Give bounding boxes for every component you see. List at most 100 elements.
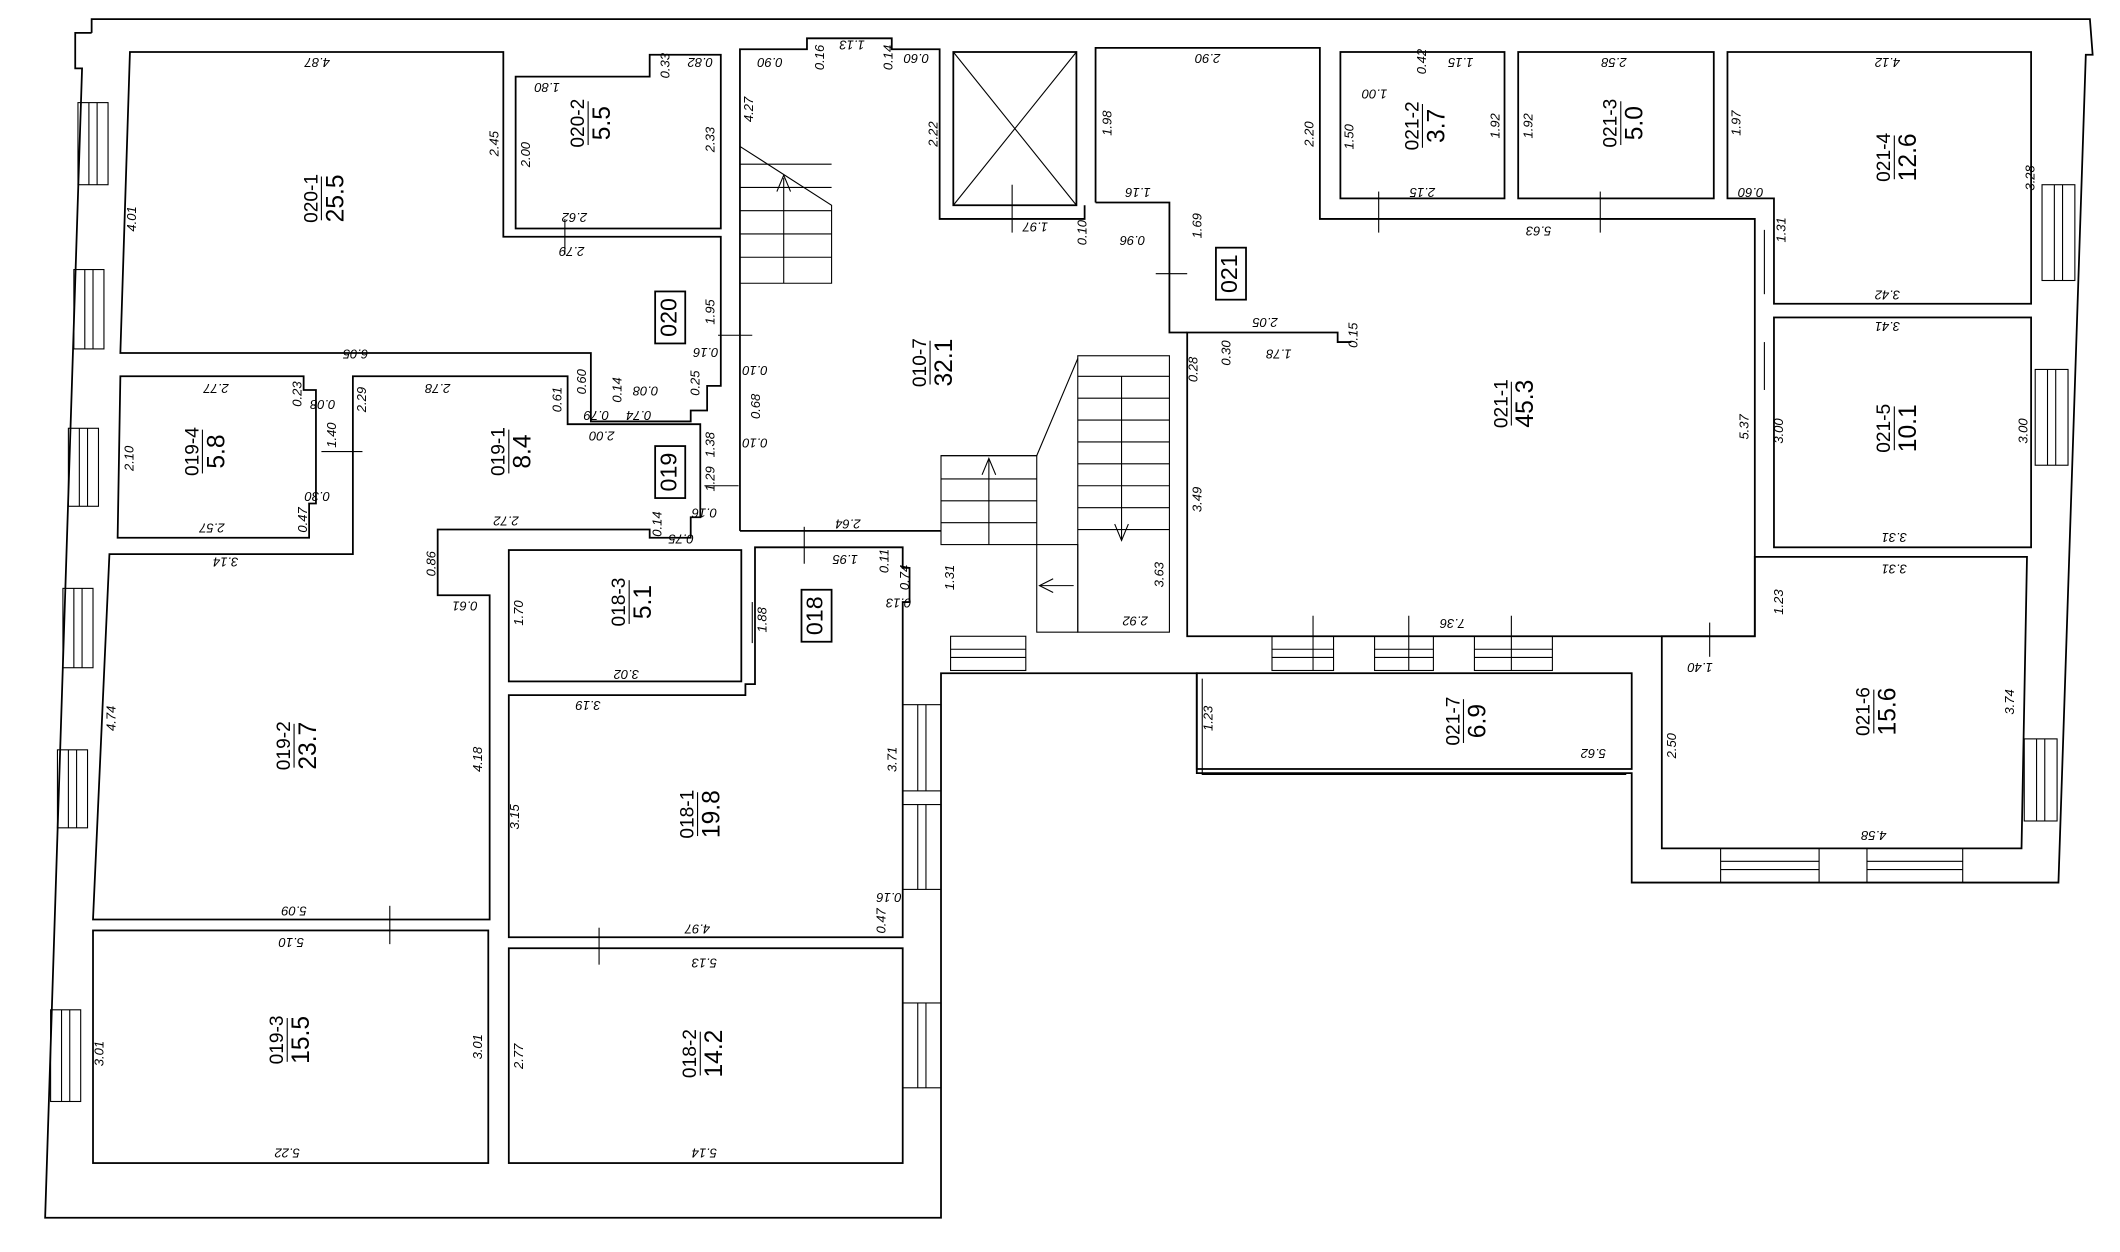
window: [56, 749, 89, 829]
section-label: 018: [802, 596, 828, 635]
dimension-label: 0.30: [304, 489, 330, 504]
room-area: 8.4: [510, 434, 537, 468]
section-label: 019: [655, 453, 681, 492]
elevator-cross: [952, 51, 1077, 206]
room-id: 018-1: [677, 790, 698, 839]
room-020-1-wall: [119, 51, 722, 423]
dimension-label: 1.31: [1774, 217, 1789, 242]
room-area: 15.6: [1875, 688, 1902, 736]
dimension-label: 0.16: [692, 345, 718, 360]
dimension-label: 1.50: [1341, 123, 1356, 149]
room-019-1-2-wall: [92, 375, 702, 921]
dimension-label: 0.60: [1737, 185, 1763, 200]
dimension-label: 0.61: [452, 598, 477, 613]
room-019-3-wall: [92, 929, 490, 1164]
section-box: [654, 445, 687, 499]
dimension-label: 0.74: [897, 565, 912, 590]
dimension-label: 7.36: [1439, 616, 1465, 631]
dimension-label: 2.58: [1601, 55, 1628, 70]
dimension-label: 1.98: [1099, 110, 1114, 136]
stair-flight: [941, 358, 1079, 457]
dimension-label: 1.23: [1771, 589, 1786, 615]
dimension-label: 0.10: [1075, 219, 1090, 245]
dimension-label: 0.15: [1346, 322, 1361, 348]
dimension-label: 2.00: [588, 429, 615, 444]
dimension-label: 1.78: [1265, 347, 1291, 362]
dimension-label: 1.00: [1361, 87, 1387, 102]
dimension-label: 5.13: [691, 955, 717, 970]
dimension-label: 0.82: [687, 55, 713, 70]
dimension-label: 2.33: [703, 126, 718, 153]
dimension-label: 1.16: [1125, 185, 1151, 200]
dimension-label: 0.14: [649, 511, 664, 536]
dimension-label: 2.45: [487, 130, 502, 157]
room-019-4-wall: [116, 375, 317, 539]
room-021-3-wall: [1517, 51, 1715, 200]
room-area: 25.5: [322, 174, 349, 222]
dimension-label: 0.47: [874, 907, 889, 933]
dimension-label: 4.27: [741, 96, 756, 122]
dimension-label: 2.05: [1252, 315, 1279, 330]
windows: [50, 102, 2076, 1103]
dimension-label: 0.16: [691, 505, 717, 520]
dimension-label: 1.80: [534, 80, 560, 95]
dimension-label: 1.38: [703, 431, 718, 457]
dimension-label: 1.92: [1488, 112, 1503, 138]
dimension-label: 2.72: [493, 514, 520, 529]
dimension-label: 2.00: [518, 141, 533, 168]
room-area: 10.1: [1895, 404, 1922, 452]
dimension-label: 3.41: [1875, 319, 1900, 334]
dimension-label: 3.02: [613, 667, 639, 682]
dimension-label: 0.90: [757, 55, 783, 70]
stair-arrow-head: [776, 173, 792, 192]
dimension-label: 2.10: [121, 445, 136, 472]
room-021-5-wall: [1773, 316, 2032, 549]
dimension-label: 1.69: [1190, 213, 1205, 238]
dimension-label: 2.92: [1122, 613, 1149, 628]
dimension-label: 3.00: [2016, 418, 2031, 444]
dimension-label: 1.40: [1687, 660, 1713, 675]
stairs: [739, 145, 1170, 633]
dimension-label: 0.28: [1185, 356, 1200, 382]
stair-arrow-head: [981, 456, 997, 476]
window: [1866, 847, 1964, 884]
dimension-label: 0.47: [295, 507, 310, 533]
dimension-label: 3.63: [1151, 561, 1166, 587]
room-area: 45.3: [1512, 380, 1539, 428]
dimension-label: 5.37: [1737, 413, 1752, 439]
section-label: 021: [1216, 254, 1242, 293]
dimension-label: 3.28: [2023, 164, 2038, 190]
dimension-label: 2.15: [1409, 185, 1436, 200]
dimension-label: 0.16: [876, 890, 902, 905]
room-area: 32.1: [931, 339, 958, 387]
dimension-label: 3.14: [213, 555, 238, 570]
room-id: 019-2: [274, 721, 295, 770]
dimension-label: 0.75: [668, 531, 694, 546]
dimension-label: 0.86: [424, 550, 439, 576]
window: [50, 1009, 82, 1103]
room-021-4-wall: [1726, 51, 2032, 305]
room-020-2-wall: [514, 53, 722, 230]
dimension-label: 4.18: [470, 746, 485, 772]
dimension-label: 2.77: [511, 1043, 526, 1070]
elevator-shaft: [952, 51, 1078, 207]
dimension-label: 3.74: [2002, 689, 2017, 714]
dimension-label: 3.00: [1771, 418, 1786, 444]
room-area: 5.8: [203, 434, 230, 468]
stair-flight: [739, 145, 833, 284]
room-area: 12.6: [1895, 133, 1922, 181]
dimension-label: 4.01: [124, 206, 139, 231]
stair-arrow-head: [1114, 523, 1129, 542]
stair-flight: [940, 455, 1038, 546]
dimension-label: 0.33: [658, 52, 673, 78]
dimension-label: 2.90: [1194, 51, 1221, 66]
dimension-label: 0.79: [584, 408, 609, 423]
window: [73, 269, 105, 350]
